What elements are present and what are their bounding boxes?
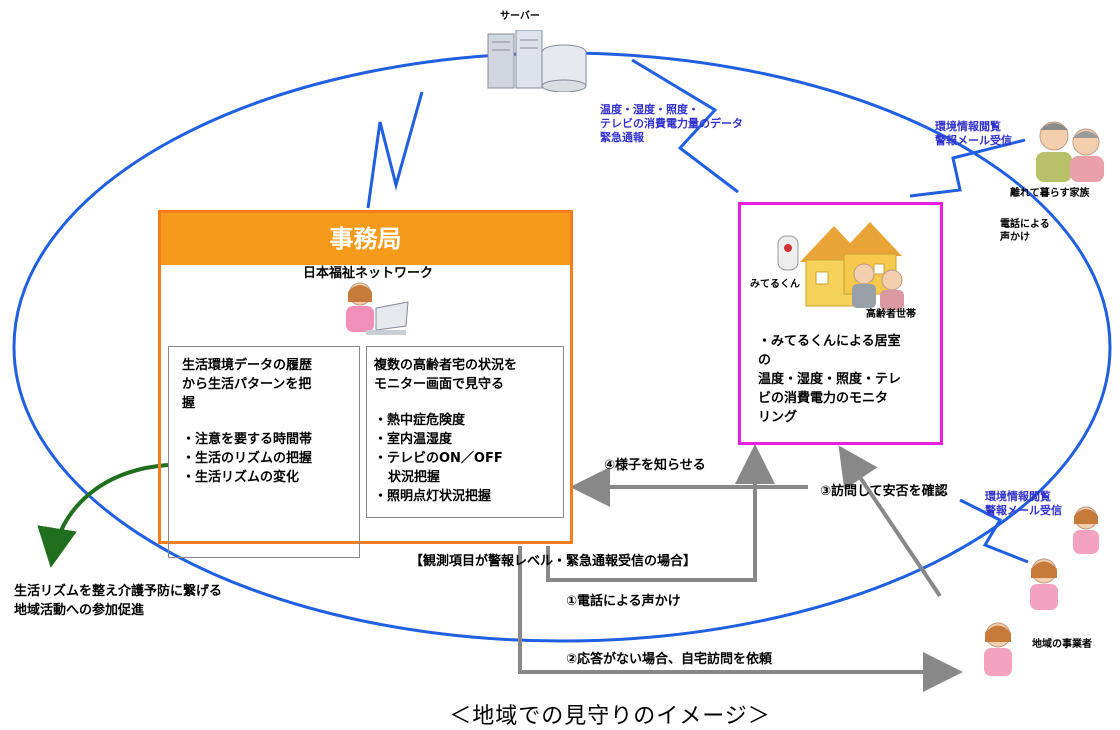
history-line3: 握 bbox=[182, 396, 196, 411]
device-label: みてるくん bbox=[750, 279, 800, 290]
house-icon bbox=[777, 222, 904, 310]
server-label: サーバー bbox=[500, 11, 540, 22]
home-desc-line3: 温度・湿度・照度・テレ bbox=[758, 372, 902, 387]
family-note-line1: 環境情報閲覧 bbox=[935, 120, 1001, 133]
business-label: 地域の事業者 bbox=[1032, 639, 1092, 650]
link-business bbox=[959, 498, 1029, 564]
history-item2: ・生活のリズムの把握 bbox=[182, 451, 313, 466]
link-server-home bbox=[631, 58, 739, 194]
step1-label: ①電話による声かけ bbox=[566, 594, 681, 609]
data-note-line1: 温度・湿度・照度・ bbox=[600, 103, 699, 116]
household-label: 高齢者世帯 bbox=[866, 309, 916, 320]
outcome-line2: 地域活動への参加促進 bbox=[14, 603, 145, 618]
business-person-icon-3 bbox=[984, 622, 1012, 676]
history-text: 生活環境データの履歴 から生活パターンを把 握 ・注意を要する時間帯 ・生活のリ… bbox=[182, 356, 312, 487]
family-icon bbox=[1036, 121, 1104, 182]
history-box bbox=[168, 346, 360, 558]
outcome-text: 生活リズムを整え介護予防に繋げる 地域活動への参加促進 bbox=[14, 582, 222, 620]
family-note-line2: 警報メール受信 bbox=[935, 134, 1012, 147]
history-line1: 生活環境データの履歴 bbox=[182, 358, 313, 373]
monitor-item1: ・熱中症危険度 bbox=[374, 413, 466, 428]
history-item1: ・注意を要する時間帯 bbox=[182, 432, 313, 447]
monitor-line2: モニター画面で見守る bbox=[374, 377, 505, 392]
home-panel bbox=[738, 202, 943, 445]
step3-label: ③訪問して安否を確認 bbox=[820, 484, 948, 499]
monitor-item3: ・テレビのON／OFF bbox=[374, 451, 503, 466]
monitor-item2: ・室内温湿度 bbox=[374, 432, 453, 447]
history-line2: から生活パターンを把 bbox=[182, 377, 312, 392]
family-label: 離れて暮らす家族 bbox=[1010, 188, 1090, 199]
link-family bbox=[909, 138, 1026, 198]
data-note-line2: テレビの消費電力量のデータ bbox=[600, 117, 743, 130]
link-server-office bbox=[366, 91, 424, 209]
home-desc-line4: ビの消費電力のモニタ bbox=[758, 391, 889, 406]
family-note: 環境情報閲覧 警報メール受信 bbox=[935, 120, 1012, 148]
server-icon bbox=[487, 30, 587, 92]
home-desc: ・みてるくんによる居室 の 温度・湿度・照度・テレ ビの消費電力のモニタ リング bbox=[758, 332, 901, 427]
business-note-line2: 警報メール受信 bbox=[985, 504, 1062, 517]
step2-label: ②応答がない場合、自宅訪問を依頼 bbox=[566, 652, 773, 667]
monitor-line1: 複数の高齢者宅の状況を bbox=[374, 358, 518, 373]
home-desc-line5: リング bbox=[758, 410, 798, 425]
business-person-icon-2 bbox=[1030, 558, 1058, 610]
operator-icon bbox=[346, 282, 409, 335]
arrow-outcome bbox=[37, 463, 169, 568]
business-note: 環境情報閲覧 警報メール受信 bbox=[985, 490, 1062, 518]
office-title: 事務局 bbox=[161, 213, 570, 265]
family-call-line2: 声かけ bbox=[1000, 232, 1030, 243]
home-desc-line1: ・みてるくんによる居室 bbox=[758, 334, 901, 349]
monitor-item3b: 状況把握 bbox=[388, 470, 441, 485]
monitor-text: 複数の高齢者宅の状況を モニター画面で見守る ・熱中症危険度 ・室内温湿度 ・テ… bbox=[374, 356, 517, 506]
business-person-icon-1 bbox=[1073, 506, 1099, 554]
data-note-line3: 緊急通報 bbox=[600, 131, 644, 144]
condition-label: 【観測項目が警報レベル・緊急通報受信の場合】 bbox=[410, 554, 697, 569]
monitor-item4: ・照明点灯状況把握 bbox=[374, 489, 492, 504]
arrow-step1 bbox=[546, 444, 775, 582]
data-note: 温度・湿度・照度・ テレビの消費電力量のデータ 緊急通報 bbox=[600, 103, 743, 145]
history-item3: ・生活リズムの変化 bbox=[182, 470, 300, 485]
family-call: 電話による 声かけ bbox=[1000, 218, 1050, 244]
outcome-line1: 生活リズムを整え介護予防に繋げる bbox=[14, 584, 223, 599]
diagram-caption: ＜地域での見守りのイメージ＞ bbox=[449, 704, 771, 729]
arrow-step2 bbox=[518, 546, 963, 692]
org-name: 日本福祉ネットワーク bbox=[302, 266, 433, 281]
home-desc-line2: の bbox=[758, 353, 772, 368]
business-note-line1: 環境情報閲覧 bbox=[985, 490, 1051, 503]
arrow-step3 bbox=[838, 445, 942, 598]
monitor-box bbox=[366, 346, 564, 518]
step4-label: ④様子を知らせる bbox=[604, 458, 706, 473]
office-panel: 事務局 bbox=[158, 210, 573, 544]
family-call-line1: 電話による bbox=[1000, 219, 1050, 230]
